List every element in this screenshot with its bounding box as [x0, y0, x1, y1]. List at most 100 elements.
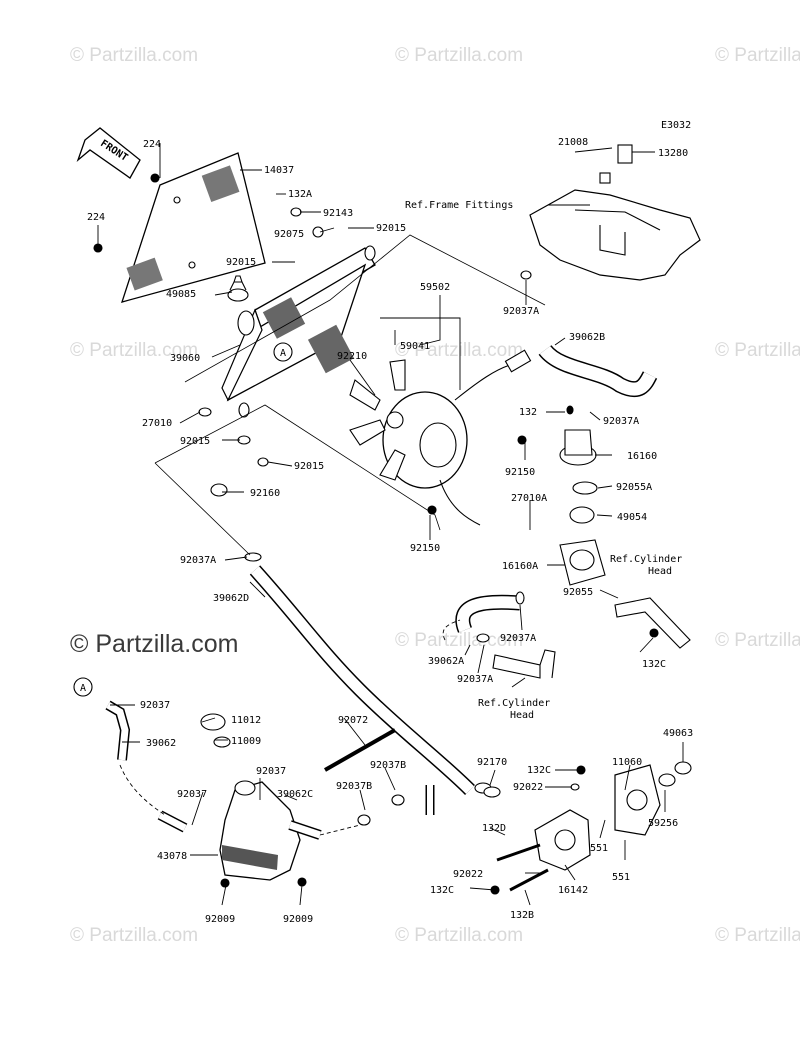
- part-number: 59502: [420, 282, 450, 293]
- ref-cylinder-head: Head: [510, 710, 534, 721]
- part-number: 92143: [323, 208, 353, 219]
- part-number: 16142: [558, 885, 588, 896]
- reservoir-hose-39062C: [288, 820, 322, 840]
- washer: [570, 783, 580, 791]
- radiator-hose-39062D: [249, 565, 475, 795]
- part-number: 92037B: [370, 760, 406, 771]
- part-number: 27010: [142, 418, 172, 429]
- watermark: © Partzilla.com: [395, 340, 524, 361]
- strap: [324, 728, 396, 772]
- watermark-main: © Partzilla.com: [70, 630, 239, 658]
- radiator-screen: [121, 152, 266, 303]
- bolt: [649, 628, 659, 638]
- thermostat-housing: [559, 429, 606, 586]
- callout-circle: [273, 342, 293, 362]
- part-number: 92037A: [180, 555, 216, 566]
- part-number: 92170: [477, 757, 507, 768]
- part-number: 92055: [563, 587, 593, 598]
- part-number: 92009: [283, 914, 313, 925]
- watermark: © Partzilla.com: [395, 45, 524, 66]
- fan-switch: [198, 407, 212, 417]
- part-number: 43078: [157, 851, 187, 862]
- part-number: 132C: [430, 885, 454, 896]
- radiator-cap: [227, 275, 249, 302]
- callout-a-label: A: [280, 348, 286, 359]
- front-arrow-icon: [76, 127, 141, 179]
- hose-clamp: [476, 633, 490, 643]
- part-number: 14037: [264, 165, 294, 176]
- part-number: 49085: [166, 289, 196, 300]
- part-number: 39062A: [428, 656, 464, 667]
- part-number: 39062D: [213, 593, 249, 604]
- watermark: © Partzilla.com: [715, 630, 800, 651]
- part-number: 92037: [177, 789, 207, 800]
- hose-clamp: [515, 591, 525, 605]
- part-number: 92037B: [336, 781, 372, 792]
- bolt: [312, 226, 324, 238]
- callout-circle: [73, 677, 93, 697]
- ref-frame-fittings: Ref.Frame Fittings: [405, 200, 513, 211]
- watermark: © Partzilla.com: [395, 630, 524, 651]
- part-number: 39062C: [277, 789, 313, 800]
- part-number: 16160: [627, 451, 657, 462]
- ref-cylinder-head: Ref.Cylinder: [478, 698, 550, 709]
- grommet: [210, 483, 228, 497]
- assembly-outline: [154, 234, 546, 556]
- part-number: 132A: [288, 189, 312, 200]
- part-number: 92022: [453, 869, 483, 880]
- part-number: 92072: [338, 715, 368, 726]
- watermark: © Partzilla.com: [395, 925, 524, 946]
- part-number: 59256: [648, 818, 678, 829]
- part-number: 132C: [527, 765, 551, 776]
- leader-lines: [97, 143, 684, 906]
- bolt: [220, 878, 230, 888]
- part-number: 92037: [256, 766, 286, 777]
- watermark: © Partzilla.com: [715, 925, 800, 946]
- part-number: 92150: [410, 543, 440, 554]
- radiator: [221, 245, 376, 418]
- part-number: 39062B: [569, 332, 605, 343]
- part-number: 132: [519, 407, 537, 418]
- part-number: 92009: [205, 914, 235, 925]
- part-number: 11009: [231, 736, 261, 747]
- part-number: 224: [143, 139, 161, 150]
- callout-a-label: A: [80, 683, 86, 694]
- cooling-fan: [349, 349, 532, 526]
- part-number: 49054: [617, 512, 647, 523]
- bolt: [576, 765, 586, 775]
- part-number: 39060: [170, 353, 200, 364]
- part-number: 92037A: [503, 306, 539, 317]
- part-number: 92015: [294, 461, 324, 472]
- part-number: 39062: [146, 738, 176, 749]
- part-number: 92037A: [500, 633, 536, 644]
- part-number: 132C: [642, 659, 666, 670]
- bolt: [290, 207, 302, 217]
- hose-clamp: [391, 794, 405, 806]
- part-number: 92075: [274, 229, 304, 240]
- watermark: © Partzilla.com: [715, 45, 800, 66]
- part-number: 92015: [376, 223, 406, 234]
- reservoir-hose-39062: [105, 700, 131, 761]
- part-number: 224: [87, 212, 105, 223]
- frame-bracket: [529, 144, 701, 281]
- part-number: 92055A: [616, 482, 652, 493]
- diagram-code: E3032: [661, 120, 691, 131]
- part-labels: E3032 FRONT A A Ref.Frame Fittings Ref.C…: [80, 120, 693, 925]
- part-number: 16160A: [502, 561, 538, 572]
- part-number: 92015: [180, 436, 210, 447]
- watermark: © Partzilla.com: [715, 340, 800, 361]
- watermark: © Partzilla.com: [70, 45, 199, 66]
- part-number: 59041: [400, 341, 430, 352]
- reservoir-tank: [200, 713, 301, 881]
- bolt: [517, 435, 527, 445]
- bolt: [566, 405, 574, 415]
- hose-clamp: [244, 552, 262, 562]
- part-number: 551: [612, 872, 630, 883]
- upper-hose-39062B: [538, 344, 658, 398]
- ref-cylinder-head: Head: [648, 566, 672, 577]
- part-number: 92160: [250, 488, 280, 499]
- part-number: 21008: [558, 137, 588, 148]
- bolt: [150, 173, 160, 183]
- part-number: 92015: [226, 257, 256, 268]
